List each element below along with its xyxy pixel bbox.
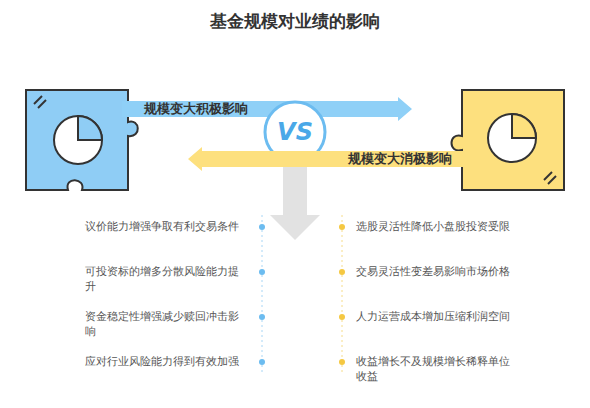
title: 基金规模对业绩的影响 — [0, 10, 590, 33]
blue-puzzle — [26, 90, 138, 190]
list-item: 人力运营成本增加压缩利润空间 — [356, 309, 516, 324]
dotted-line — [262, 215, 263, 375]
list-item: 收益增长不及规模增长稀释单位收益 — [356, 354, 516, 384]
arrow-band: 规模变大消极影响 — [188, 147, 490, 171]
list-item: 资金稳定性增强减少赎回冲击影响 — [85, 309, 245, 339]
list-item: 选股灵活性降低小盘股投资受限 — [356, 219, 516, 234]
list-item: 应对行业风险能力得到有效加强 — [85, 354, 245, 369]
list-item: 议价能力增强争取有利交易条件 — [85, 219, 245, 234]
blue-dots — [259, 224, 265, 365]
yellow-puzzle — [452, 90, 565, 190]
arrow-label: 规模变大消极影响 — [188, 147, 490, 171]
dotted-line — [342, 215, 343, 375]
list-item: 交易灵活性变差易影响市场价格 — [356, 264, 516, 279]
yellow-dots — [339, 224, 345, 365]
list-item: 可投资标的增多分散风险能力提升 — [85, 264, 245, 294]
